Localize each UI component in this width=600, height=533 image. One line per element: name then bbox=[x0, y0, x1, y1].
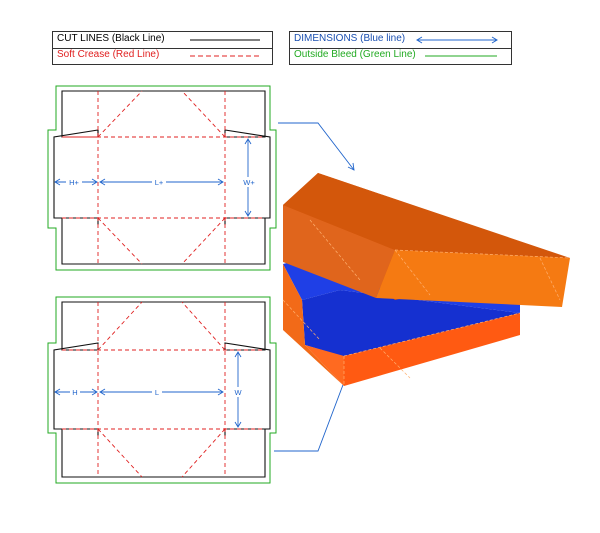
bottom-dieline: H L W bbox=[47, 296, 277, 484]
base-side-face bbox=[283, 264, 344, 386]
top-crease-lines bbox=[62, 90, 265, 265]
bottom-h-label: H bbox=[72, 388, 77, 397]
legend-soft-crease-label: Soft Crease (Red Line) bbox=[57, 49, 160, 60]
legend-cut-lines-row: CUT LINES (Black Line) bbox=[53, 32, 272, 48]
legend-cut-lines-label: CUT LINES (Black Line) bbox=[57, 33, 165, 44]
top-h-label: H+ bbox=[69, 178, 79, 187]
box-lid bbox=[283, 173, 571, 307]
bottom-crease-lines bbox=[62, 301, 265, 478]
cut-line-sample bbox=[190, 39, 260, 41]
box-3d-render bbox=[282, 173, 571, 386]
top-dieline: H+ L+ W+ bbox=[47, 85, 277, 271]
lid-top-face-main bbox=[283, 173, 570, 258]
legend-guides-box: DIMENSIONS (Blue line) Outside Bleed (Gr… bbox=[289, 31, 512, 65]
bleed-line-sample bbox=[425, 55, 497, 57]
lid-side-face bbox=[283, 205, 395, 298]
base-interior-floor bbox=[302, 290, 520, 360]
legend-soft-crease-row: Soft Crease (Red Line) bbox=[53, 48, 272, 64]
base-front-rim bbox=[305, 345, 344, 386]
legend-outside-bleed-row: Outside Bleed (Green Line) bbox=[290, 48, 511, 64]
soft-crease-sample bbox=[190, 55, 260, 57]
top-w-label: W+ bbox=[243, 178, 255, 187]
lid-front-face bbox=[376, 250, 570, 307]
legend-dimensions-label: DIMENSIONS (Blue line) bbox=[294, 33, 406, 44]
dimension-line-sample bbox=[416, 36, 498, 44]
legend-outside-bleed-label: Outside Bleed (Green Line) bbox=[294, 49, 416, 60]
legend-divider bbox=[53, 48, 272, 49]
top-connector-arrow bbox=[278, 122, 355, 171]
top-bleed-outline bbox=[47, 85, 277, 271]
bottom-bleed-outline bbox=[47, 296, 277, 484]
legend-dimensions-row: DIMENSIONS (Blue line) bbox=[290, 32, 511, 48]
bottom-w-label: W bbox=[234, 388, 242, 397]
bottom-connector-arrow bbox=[274, 360, 353, 452]
top-l-label: L+ bbox=[155, 178, 164, 187]
legend-lines-box: CUT LINES (Black Line) Soft Crease (Red … bbox=[52, 31, 273, 65]
bottom-dimensions bbox=[54, 351, 242, 428]
bottom-l-label: L bbox=[155, 388, 159, 397]
legend-divider bbox=[290, 48, 511, 49]
base-front-face bbox=[344, 313, 520, 386]
